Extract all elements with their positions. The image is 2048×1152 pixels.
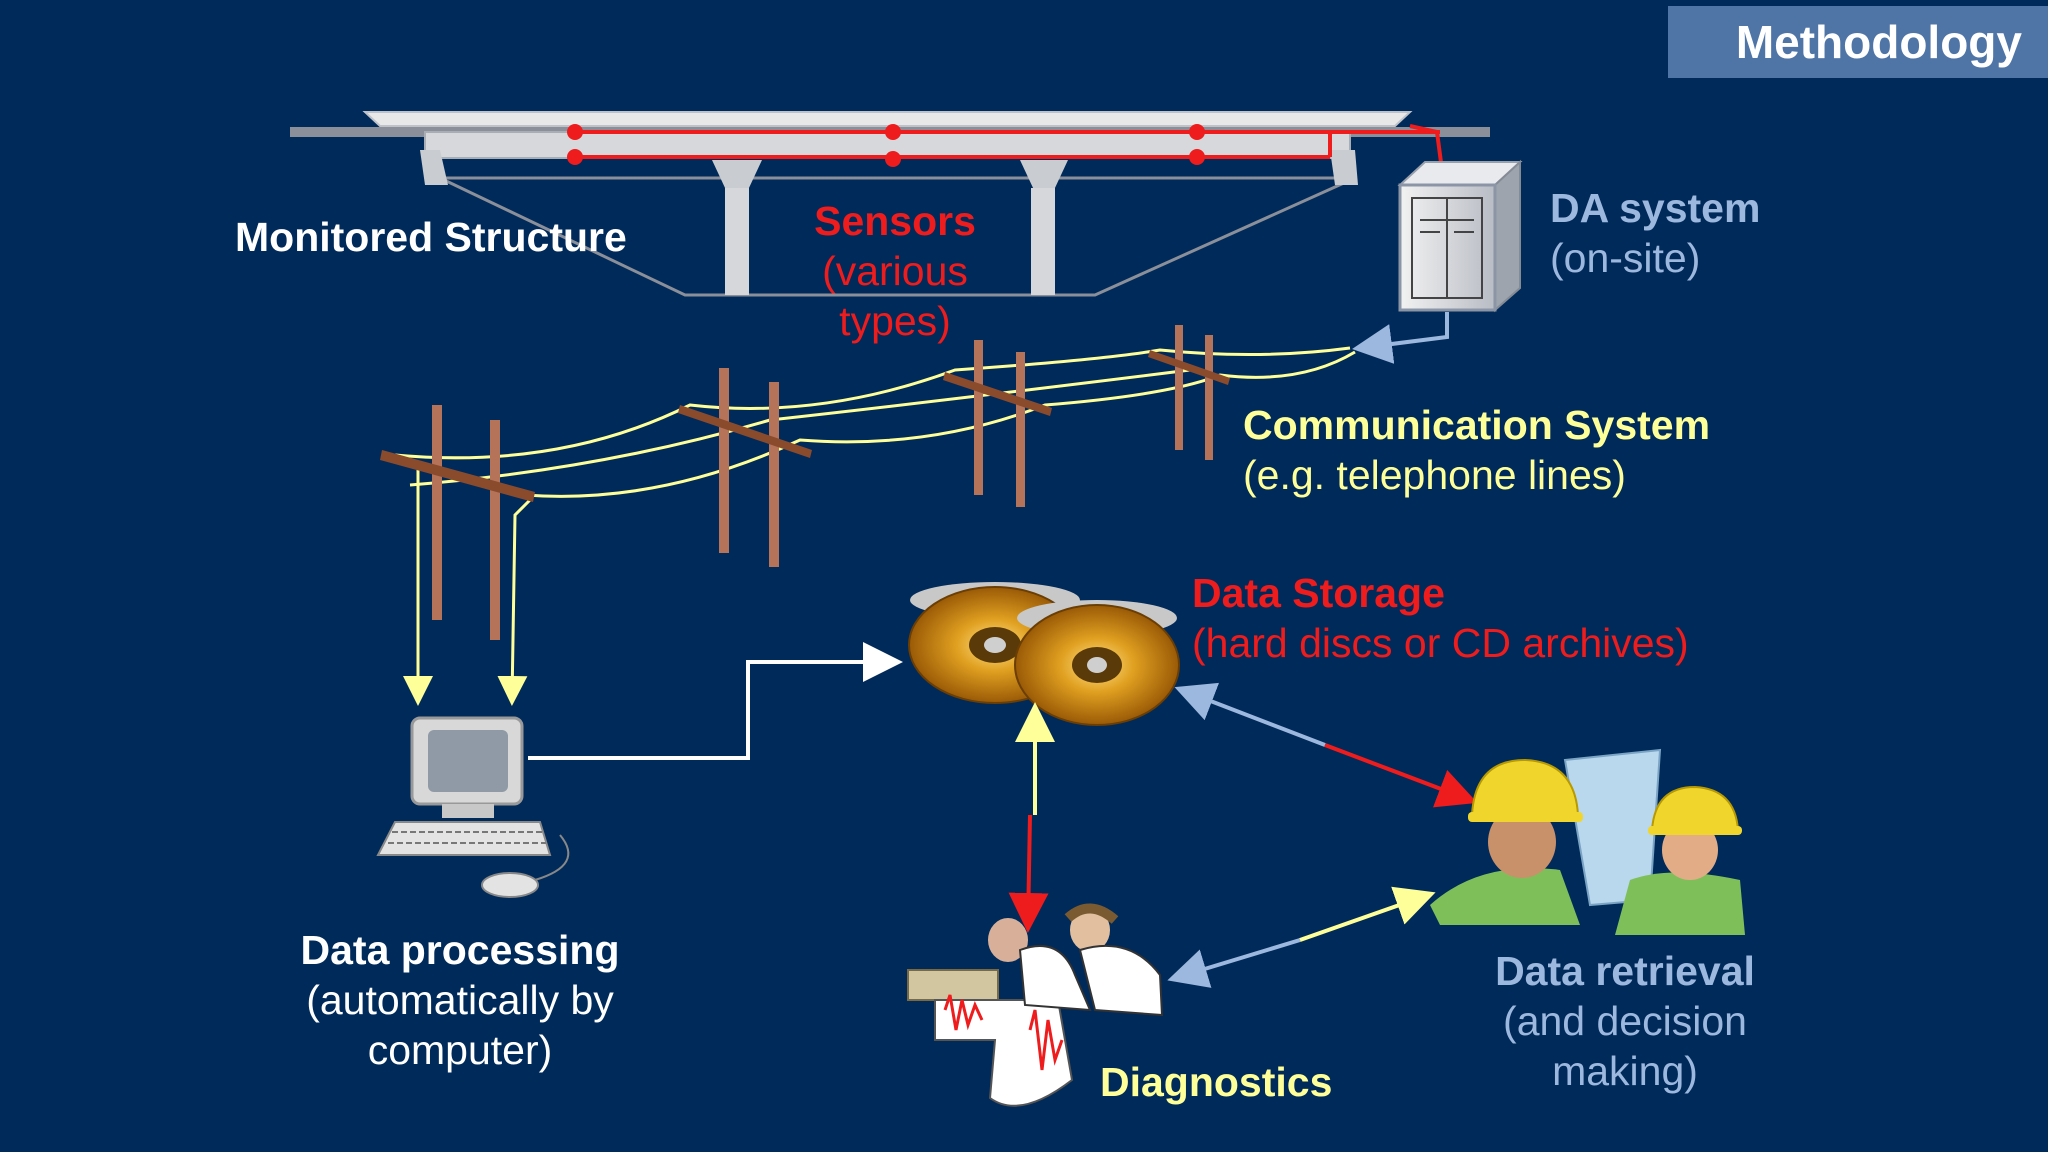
data-retrieval-title: Data retrieval (1495, 948, 1755, 994)
diagnostics-label: Diagnostics (1100, 1059, 1333, 1105)
monitored-structure-label: Monitored Structure (235, 214, 627, 260)
da-system-title: DA system (1550, 185, 1761, 231)
da-system-label: DA system (on-site) (1550, 183, 1760, 283)
sensors-title: Sensors (814, 198, 976, 244)
sensors-line1: (various (822, 248, 968, 294)
sensor-dot-icon (567, 124, 583, 140)
storage-diagnostics-arrow (1008, 702, 1055, 933)
sensor-dot-icon (885, 124, 901, 140)
communication-subtitle: (e.g. telephone lines) (1243, 452, 1626, 498)
data-storage-subtitle: (hard discs or CD archives) (1192, 620, 1689, 666)
sensor-dot-icon (567, 149, 583, 165)
engineers-icon (1430, 748, 1745, 935)
computer-icon (376, 716, 570, 898)
telephone-pole-icon (380, 405, 535, 640)
da-cabinet-icon (1397, 159, 1523, 313)
data-processing-title: Data processing (300, 927, 620, 973)
processing-to-storage-arrow (528, 642, 903, 760)
data-storage-label: Data Storage (hard discs or CD archives) (1192, 568, 1689, 668)
data-processing-label: Data processing (automatically by comput… (240, 925, 680, 1075)
communication-title: Communication System (1243, 402, 1711, 448)
cd-disc-icon (1014, 600, 1180, 726)
da-to-comm-arrow (1352, 312, 1449, 364)
sensor-dot-icon (1189, 149, 1205, 165)
sensor-dot-icon (1189, 124, 1205, 140)
diagnostics-retrieval-arrow (1167, 886, 1436, 988)
sensor-wiring (567, 124, 1444, 171)
communication-label: Communication System (e.g. telephone lin… (1243, 400, 1710, 500)
da-system-subtitle: (on-site) (1550, 235, 1701, 281)
telephone-pole-icon (678, 368, 812, 567)
sensor-dot-icon (885, 151, 901, 167)
slide-title: Methodology (1668, 6, 2048, 78)
diagnostics-people-icon (907, 903, 1164, 1107)
telephone-pole-icon (943, 340, 1052, 507)
data-retrieval-label: Data retrieval (and decision making) (1440, 946, 1810, 1096)
sensors-label: Sensors (various types) (775, 196, 1015, 346)
sensors-line2: types) (839, 298, 951, 344)
storage-retrieval-arrow (1174, 682, 1478, 808)
data-processing-line1: (automatically by (306, 977, 614, 1023)
data-processing-line2: computer) (367, 1027, 553, 1073)
telephone-pole-icon (1148, 325, 1230, 460)
data-retrieval-line2: making) (1552, 1048, 1698, 1094)
data-storage-title: Data Storage (1192, 570, 1445, 616)
data-retrieval-line1: (and decision (1503, 998, 1747, 1044)
